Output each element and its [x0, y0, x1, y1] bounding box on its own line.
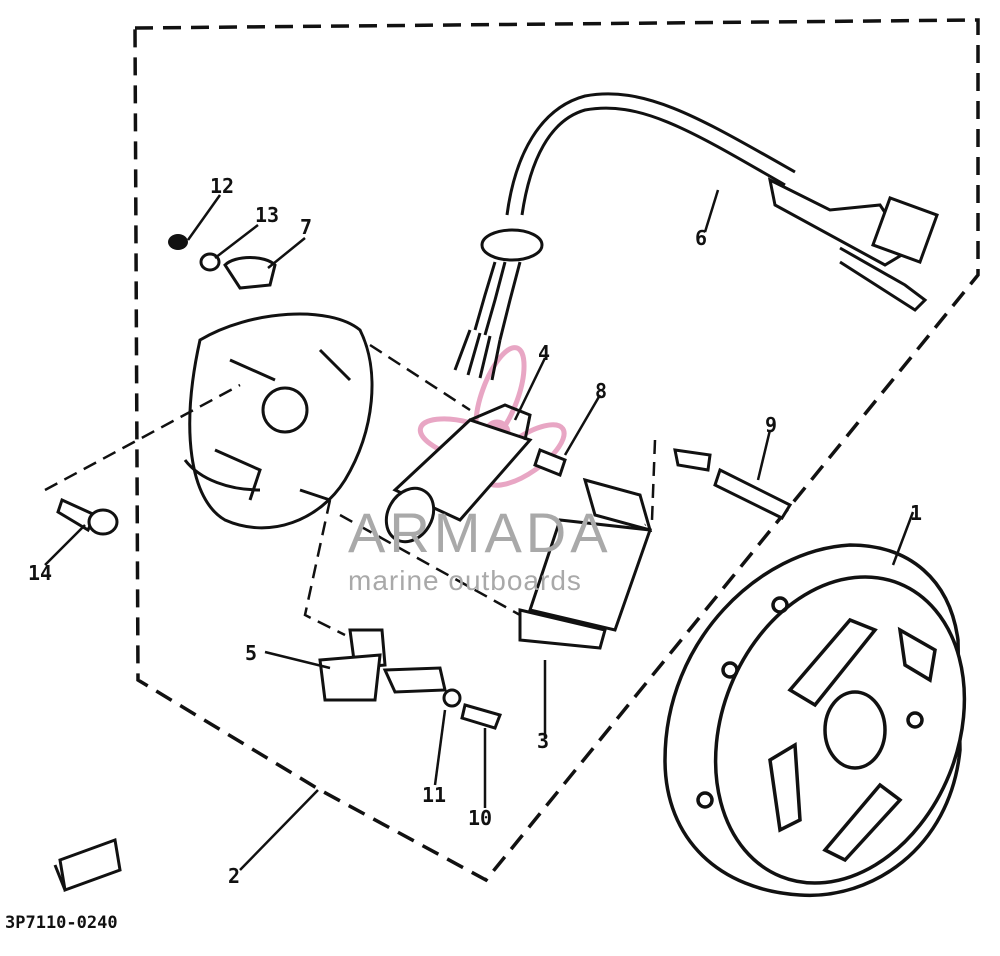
watermark-brand: ARMADA [348, 501, 612, 564]
nut [168, 234, 188, 250]
pulser-screw [460, 703, 502, 730]
callout-13: 13 [255, 203, 279, 227]
callout-12: 12 [210, 174, 234, 198]
clamp [223, 256, 277, 290]
screw [56, 497, 119, 536]
bolt [673, 448, 793, 520]
callout-3: 3 [537, 729, 549, 753]
washer [199, 252, 221, 272]
pulser-coil [318, 628, 447, 702]
drawing-number: 3P7110-0240 [5, 913, 118, 933]
callout-7: 7 [300, 215, 312, 239]
coil-screw [533, 448, 567, 477]
watermark-tagline: marine outboards [348, 565, 582, 596]
callout-4: 4 [538, 341, 550, 365]
callout-10: 10 [468, 806, 492, 830]
source-coil [384, 403, 533, 544]
callout-11: 11 [422, 783, 446, 807]
wire-harness [453, 92, 939, 381]
symbol-icon [53, 837, 122, 893]
callout-14: 14 [28, 561, 52, 585]
lock-washer [442, 688, 462, 708]
charge-coil [518, 477, 653, 650]
callout-2: 2 [228, 864, 240, 888]
assembly-boundary [133, 18, 980, 883]
guide-lines [44, 343, 657, 637]
callout-8: 8 [595, 379, 607, 403]
flywheel [663, 543, 967, 898]
callout-1: 1 [910, 501, 922, 525]
stator-plate [183, 312, 374, 530]
leader-lines [44, 189, 915, 871]
callout-6: 6 [695, 226, 707, 250]
callout-9: 9 [765, 413, 777, 437]
callout-5: 5 [245, 641, 257, 665]
